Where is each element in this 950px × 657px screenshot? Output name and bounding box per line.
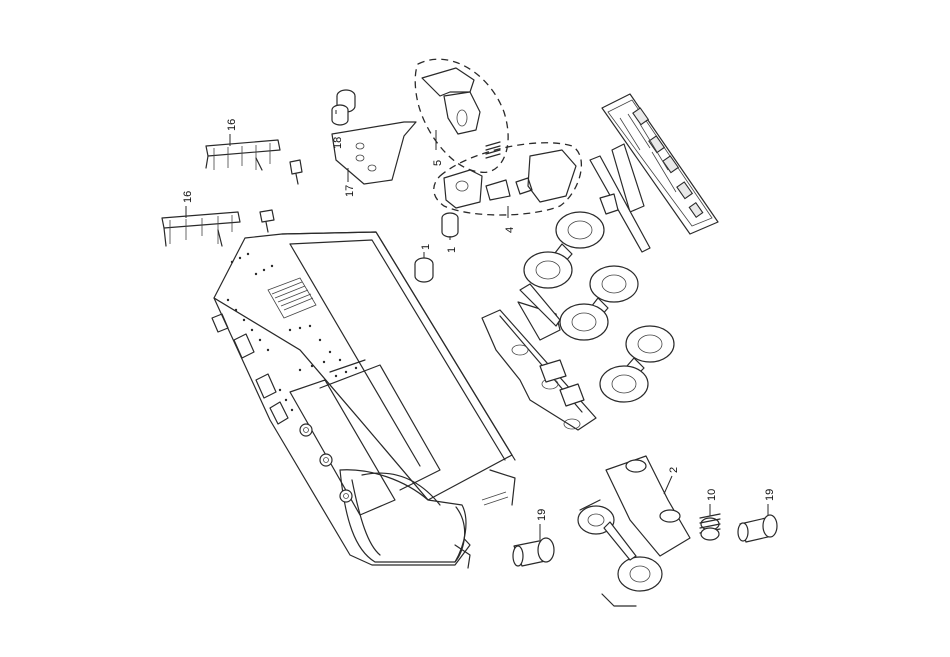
coupler-pin-19-left bbox=[513, 538, 554, 566]
spring-part-10 bbox=[700, 514, 720, 540]
gear-group-4 bbox=[434, 143, 582, 215]
label-16-upper: 16 bbox=[226, 119, 238, 131]
label-5: 5 bbox=[432, 160, 444, 166]
ladder-rail-upper bbox=[206, 140, 280, 170]
label-2: 2 bbox=[668, 467, 680, 473]
wheelset-2 bbox=[560, 266, 638, 340]
coupler-pin-19-right bbox=[738, 515, 777, 542]
label-1-lower: 1 bbox=[420, 244, 432, 250]
bushing-part-1-upper bbox=[442, 213, 458, 237]
tender-body bbox=[212, 232, 515, 568]
label-4: 4 bbox=[504, 227, 516, 233]
label-17: 17 bbox=[344, 185, 356, 197]
ladder-rail-lower bbox=[162, 212, 240, 246]
label-19-right: 19 bbox=[764, 489, 776, 501]
label-1-upper: 1 bbox=[446, 247, 458, 253]
label-10: 10 bbox=[706, 489, 718, 501]
spring-icon bbox=[486, 142, 500, 158]
pin-part-18 bbox=[332, 90, 355, 125]
label-19-left: 19 bbox=[536, 509, 548, 521]
mounting-plate-17 bbox=[332, 122, 416, 184]
front-bogie-2 bbox=[578, 456, 690, 606]
coupler-group-5 bbox=[415, 59, 508, 172]
label-16-lower: 16 bbox=[182, 191, 194, 203]
wheelset-3 bbox=[600, 326, 674, 402]
label-18: 18 bbox=[332, 137, 344, 149]
bushing-part-1-lower bbox=[415, 258, 433, 282]
small-pins bbox=[260, 160, 302, 232]
